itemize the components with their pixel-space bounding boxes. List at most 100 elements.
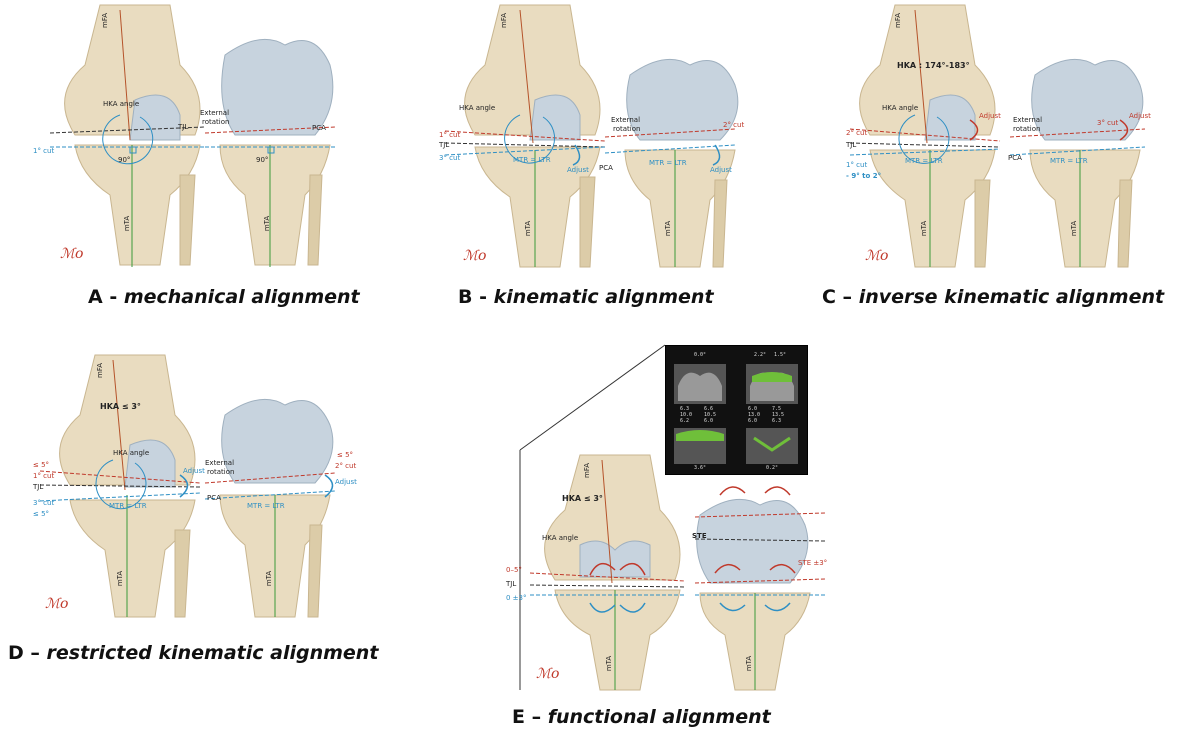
tjl-label-a: TJL [178, 124, 188, 131]
caption-d-text: restricted kinematic alignment [47, 642, 379, 664]
panel-d-illustration [25, 355, 365, 625]
panel-d: mFA HKA ≤ 3° HKA angle ≤ 5° 1° cut TJL 3… [25, 355, 365, 625]
panel-e: mFA HKA ≤ 3° HKA angle 0–5° TJL 0 ±3° ST… [520, 455, 850, 690]
mtr-ltr-label-c: MTR = LTR [905, 158, 943, 165]
adjust-label-c-right: Adjust [1129, 113, 1151, 120]
mta-label-b: mTA [525, 221, 532, 236]
mtr-ltr-label-b-right: MTR = LTR [649, 160, 687, 167]
second-cut-label-c: 2° cut [846, 130, 867, 137]
hka-range-label-c: HKA : 174°-183° [897, 62, 970, 70]
mta-label-e: mTA [606, 656, 613, 671]
panel-c: mFA HKA : 174°-183° HKA angle 2° cut TJL… [835, 5, 1175, 275]
ninety-label-a-right: 90° [256, 157, 268, 164]
mta-label-c-right: mTA [1071, 221, 1078, 236]
mta-label-d-right: mTA [266, 571, 273, 586]
signature-a: ℳo [60, 247, 83, 261]
femur-b-right [627, 59, 738, 140]
fibula-d-right [308, 525, 322, 617]
tjl-line-e [530, 585, 685, 587]
panel-a-illustration [30, 5, 350, 275]
femur-d-right [222, 399, 333, 483]
ste-label-e: STE [692, 533, 707, 540]
panel-b-illustration [425, 5, 755, 275]
first-cut-label-a: 1° cut [33, 148, 54, 155]
ext-rot-label-b: External [611, 117, 640, 124]
signature-d: ℳo [45, 597, 68, 611]
mtr-ltr-label-c-right: MTR = LTR [1050, 158, 1088, 165]
ninety-label-a: 90° [118, 157, 130, 164]
panel-b: mFA mTA mTA HKA angle 1° cut TJL 3° cut … [425, 5, 755, 275]
caption-a-text: mechanical alignment [124, 286, 360, 308]
tjl-label-b: TJL [439, 142, 449, 149]
ext-rot-label-a-2: rotation [202, 119, 229, 126]
first-cut-label-d: 1° cut [33, 473, 54, 480]
caption-a-letter: A - [88, 286, 124, 308]
mta-label-a-right: mTA [264, 216, 271, 231]
third-cut-label-d: 3° cut [33, 500, 54, 507]
caption-d: D – restricted kinematic alignment [8, 642, 378, 664]
caption-e-text: functional alignment [548, 706, 771, 728]
ste-range-label-e: STE ±3° [798, 560, 827, 567]
tibia-e-left [555, 590, 680, 690]
adjust-label-d-right: Adjust [335, 479, 357, 486]
fibula-a-left [180, 175, 195, 265]
ext-rot-label-c: External [1013, 117, 1042, 124]
pca-label-a: PCA [312, 125, 326, 132]
adjust-label-d: Adjust [183, 468, 205, 475]
hka-label-d: HKA ≤ 3° [100, 403, 141, 411]
le5-blue-label-d: ≤ 5° [33, 511, 49, 518]
fibula-c-right [1118, 180, 1132, 267]
pca-label-c: PCA [1008, 155, 1022, 162]
arc-e-red-top-2 [765, 487, 790, 495]
tjl-label-d: TJL [33, 484, 43, 491]
first-cut-label-c: 1° cut [846, 162, 867, 169]
adjust-label-b: Adjust [567, 167, 589, 174]
ext-rot-label-d: External [205, 460, 234, 467]
mta-label-c: mTA [921, 221, 928, 236]
panel-e-illustration [520, 455, 850, 690]
adjust-arrow-d-right [325, 475, 333, 497]
signature-c: ℳo [865, 249, 888, 263]
caption-c: C – inverse kinematic alignment [822, 286, 1164, 308]
hka-angle-label-c: HKA angle [882, 105, 918, 112]
hka-angle-label-e: HKA angle [542, 535, 578, 542]
caption-d-letter: D – [8, 642, 47, 664]
caption-a: A - mechanical alignment [88, 286, 360, 308]
tjl-line-b [445, 143, 605, 147]
screen-mid-left2-3: 6.0 [704, 418, 713, 424]
screen-value-tr-2: 1.5° [774, 352, 786, 358]
caption-b-text: kinematic alignment [494, 286, 714, 308]
tjl-line-c [850, 143, 1000, 147]
implant-d-left [125, 440, 175, 487]
panel-a: mFA mTA mTA HKA angle TJL 1° cut 90° Ext… [30, 5, 350, 275]
mtr-ltr-label-b: MTR = LTR [513, 157, 551, 164]
screen-mid-right-3: 6.0 [748, 418, 757, 424]
ext-rot-label-d-2: rotation [207, 469, 234, 476]
mfa-label-a: mFA [102, 13, 109, 28]
fibula-d-left [175, 530, 190, 617]
third-cut-label-b: 3° cut [439, 155, 460, 162]
range-label-c: - 9° to 2° [846, 173, 881, 180]
ext-rot-label-a: External [200, 110, 229, 117]
panel-c-illustration [835, 5, 1175, 275]
caption-e: E – functional alignment [512, 706, 771, 728]
screen-femur-tl [678, 373, 722, 401]
ext-rot-label-b-2: rotation [613, 126, 640, 133]
mta-label-b-right: mTA [665, 221, 672, 236]
hka-angle-label-b: HKA angle [459, 105, 495, 112]
fibula-c-left [975, 180, 990, 267]
mtr-ltr-label-d-right: MTR = LTR [247, 503, 285, 510]
pca-label-b: PCA [599, 165, 613, 172]
screen-mid-right2-3: 6.3 [772, 418, 781, 424]
adjust-label-b-right: Adjust [710, 167, 732, 174]
screen-mid-left-3: 6.2 [680, 418, 689, 424]
mta-label-e-right: mTA [746, 656, 753, 671]
caption-e-letter: E – [512, 706, 548, 728]
fibula-a-right [308, 175, 322, 265]
tjl-label-c: TJL [846, 142, 856, 149]
ext-rot-label-c-2: rotation [1013, 126, 1040, 133]
signature-b: ℳo [463, 249, 486, 263]
third-cut-label-c: 3° cut [1097, 120, 1118, 127]
femur-e-right [697, 499, 808, 583]
hka-angle-label-d: HKA angle [113, 450, 149, 457]
